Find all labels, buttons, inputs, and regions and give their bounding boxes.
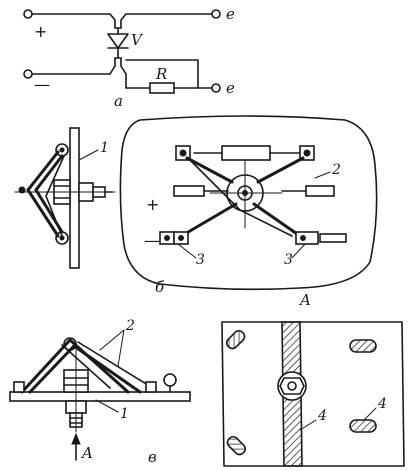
callout-3a: 3 (196, 252, 205, 268)
callout-4a: 4 (317, 408, 327, 424)
callout-2-view-b: 2 (331, 162, 341, 178)
panel-outline (119, 115, 378, 291)
terminal-plus-left (23, 9, 33, 19)
plate-outline (221, 321, 405, 467)
resistor-label: R (155, 65, 167, 83)
minus-sign: — (34, 75, 50, 94)
base-plate (9, 391, 191, 402)
terminal-e-top-label: e (226, 5, 235, 23)
view-b-panel: 2 3 3 + — б A (119, 115, 378, 309)
callout-1-view-v: 1 (120, 406, 129, 422)
callout-3b: 3 (284, 252, 293, 268)
minus-sign-panel: — (144, 231, 160, 250)
plus-sign: + (34, 22, 47, 41)
callout-2-view-v: 2 (125, 318, 135, 334)
panel-board (69, 127, 80, 269)
caption-b: б (155, 278, 165, 296)
plus-sign-panel: + (146, 195, 159, 214)
resistor-symbol (149, 82, 175, 94)
view-v-elevation: A 2 1 в (9, 318, 191, 466)
diode-symbol (107, 33, 129, 49)
caption-v: в (148, 448, 157, 466)
schematic-a: + — V R e e a (23, 5, 235, 110)
terminal-e-top (211, 9, 221, 19)
center-nut (277, 371, 307, 401)
terminal-minus-left (23, 69, 33, 79)
callout-4b: 4 (377, 396, 387, 412)
terminal-e-bottom-label: e (226, 79, 235, 97)
terminal-e-bottom (211, 83, 221, 93)
resistor-body (221, 145, 271, 161)
diode-label: V (131, 31, 144, 49)
view-a-plate: 4 4 (221, 321, 405, 467)
caption-a: a (114, 92, 123, 110)
side-view-assembly: 1 (14, 127, 116, 269)
view-label-a: A (298, 291, 311, 309)
callout-1-side: 1 (100, 140, 109, 156)
arrow-label-a: A (80, 444, 93, 462)
